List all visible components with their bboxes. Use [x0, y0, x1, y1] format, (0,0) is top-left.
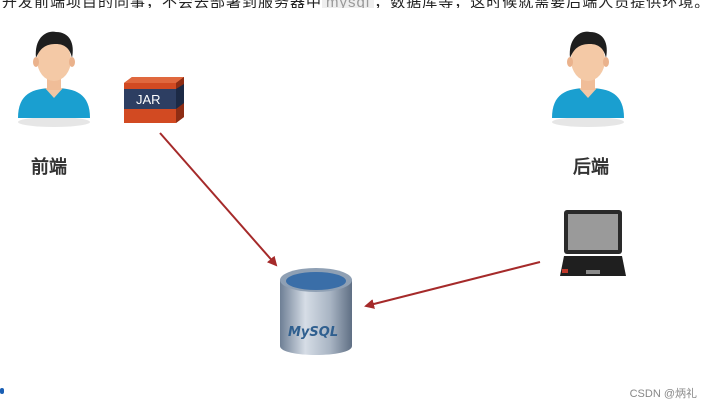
watermark: CSDN @炳礼	[630, 385, 697, 401]
backend-label: 后端	[573, 153, 609, 179]
edge-marker	[0, 388, 4, 394]
mysql-database-icon: MySQL	[276, 266, 356, 362]
mysql-logo: MySQL	[288, 325, 338, 340]
frontend-label: 前端	[31, 153, 67, 179]
jar-label: JAR	[136, 92, 161, 107]
arrow-backend-to-db	[366, 262, 540, 306]
laptop-icon	[560, 210, 628, 280]
jar-package-icon: JAR	[122, 77, 186, 123]
arrow-frontend-to-db	[160, 133, 276, 265]
backend-person-icon	[546, 24, 630, 128]
frontend-person-icon	[12, 24, 96, 128]
